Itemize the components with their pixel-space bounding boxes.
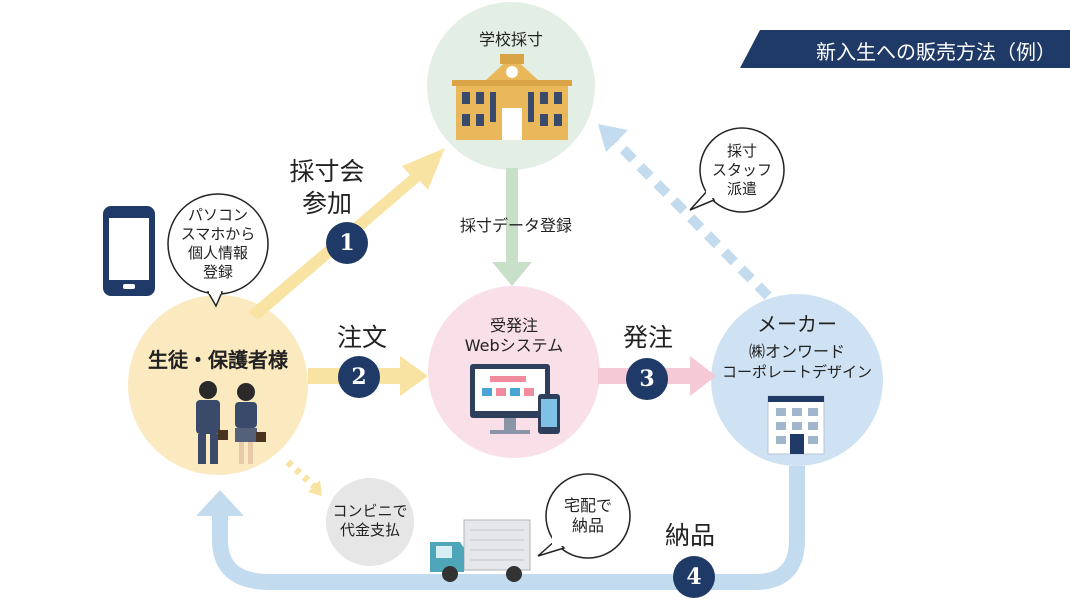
delivery-truck-icon: [430, 519, 531, 582]
bubble-staff-text: 採寸 スタッフ 派遣: [711, 142, 772, 198]
web-system-monitor-icon: [470, 364, 560, 434]
system-label-line1: 受発注: [489, 316, 538, 335]
step-1-label: 採寸会 参加: [289, 157, 365, 218]
step-2-badge: 2: [338, 356, 380, 398]
arrow-student-to-convenience-head: [308, 480, 322, 496]
arrow-student-to-convenience: [285, 459, 319, 491]
arrow-maker-to-school-dashed: [610, 136, 772, 300]
bubble-register: [167, 193, 269, 308]
bubble-staff: [689, 127, 785, 213]
smartphone-icon: [103, 206, 155, 296]
bubble-register-text: パソコン スマホから 個人情報 登録: [180, 206, 256, 281]
arrow-delivery-loop: [212, 466, 805, 590]
title-banner: 新入生への販売方法（例）: [740, 30, 1070, 68]
step-3-label: 発注: [622, 323, 673, 352]
student-circle: [128, 295, 308, 475]
maker-label-line2: ㈱オンワード: [748, 342, 845, 361]
bubble-convenience-text: コンビニで 代金支払: [332, 502, 408, 539]
step-1-badge: 1: [326, 222, 368, 264]
maker-label-line1: メーカー: [757, 312, 837, 336]
step-2-label: 注文: [336, 323, 387, 352]
maker-circle: [711, 294, 883, 466]
students-icon: [196, 381, 266, 464]
step-3-badge: 3: [626, 358, 668, 400]
school-building-icon: [452, 54, 572, 140]
bubble-convenience: [326, 478, 414, 566]
arrow-maker-to-school-head: [598, 124, 628, 152]
maker-label-line3: コーポレートデザイン: [721, 363, 872, 381]
school-label: 学校採寸: [478, 30, 543, 49]
step-4-badge: 4: [673, 556, 715, 598]
data-register-label: 採寸データ登録: [459, 216, 572, 235]
arrow-school-to-system: [492, 168, 532, 286]
banner-title: 新入生への販売方法（例）: [816, 40, 1056, 64]
bubble-delivery-text: 宅配で 納品: [563, 496, 612, 535]
bubble-delivery: [537, 473, 631, 559]
student-label: 生徒・保護者様: [148, 348, 288, 372]
arrow-delivery-head: [196, 490, 244, 516]
system-label-line2: Webシステム: [464, 336, 564, 355]
office-building-icon: [767, 395, 825, 455]
step-4-label: 納品: [664, 521, 715, 550]
